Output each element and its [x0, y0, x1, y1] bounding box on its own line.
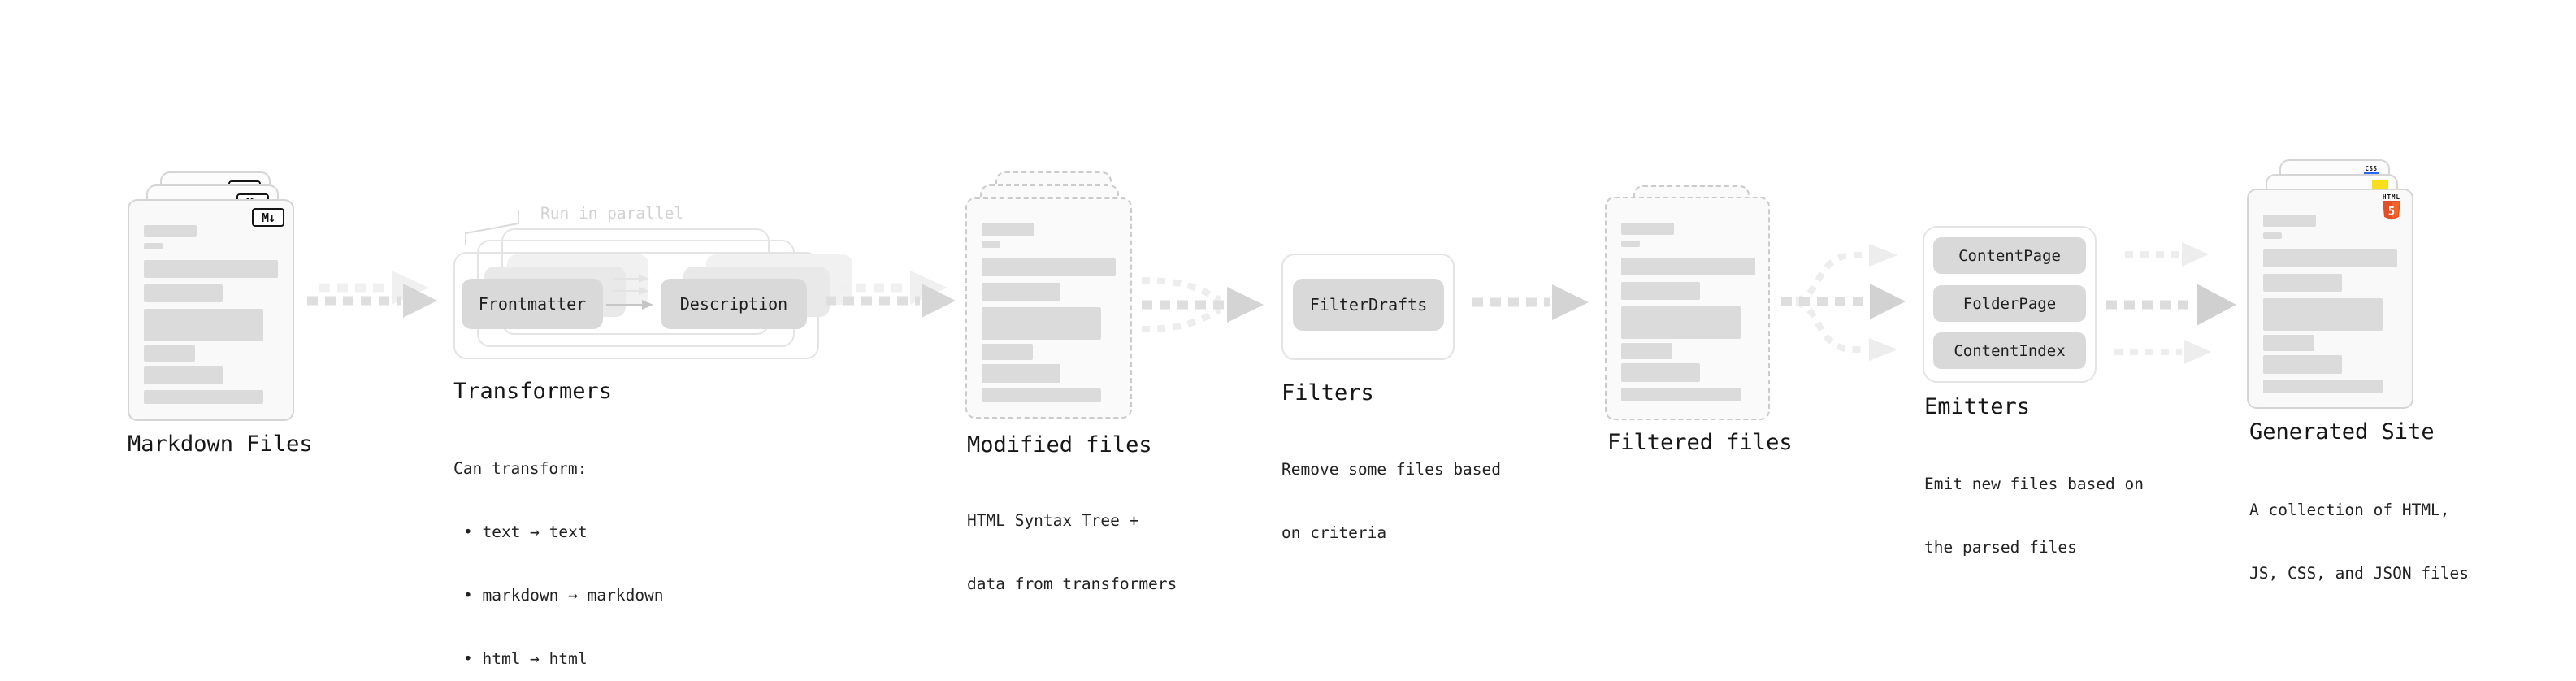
description-line: the parsed files — [1924, 538, 2077, 557]
filters-description: Remove some files based on criteria — [1281, 417, 1501, 586]
css-badge-icon: CSS — [2362, 166, 2380, 175]
caption-transformers: Transformers — [453, 379, 613, 404]
transformer-description-box: Description — [661, 279, 807, 329]
emitter-folder-page-box: FolderPage — [1933, 285, 2086, 322]
css-label: CSS — [2365, 165, 2378, 172]
parallel-arrows-icon — [606, 275, 653, 310]
transformer-frontmatter-box: Frontmatter — [462, 279, 603, 329]
caption-emitters: Emitters — [1924, 394, 2031, 419]
doc-text-lines — [1607, 198, 1768, 419]
flow-arrow-modified-to-filters — [1141, 277, 1264, 332]
generated-file-card-html: HTML 5 — [2247, 189, 2413, 409]
html5-word: HTML — [2382, 193, 2401, 201]
html5-shield: 5 — [2383, 201, 2400, 220]
bullet-item: • markdown → markdown — [463, 586, 664, 605]
html5-icon: HTML 5 — [2381, 193, 2402, 225]
flow-arrow-emitters-to-generated — [2106, 242, 2236, 364]
description-line: data from transformers — [967, 575, 1177, 593]
description-line: on criteria — [1281, 523, 1387, 542]
emitter-content-index-box: ContentIndex — [1933, 332, 2086, 369]
caption-generated-site: Generated Site — [2249, 419, 2435, 445]
description-line: JS, CSS, and JSON files — [2249, 564, 2470, 583]
modified-file-card-front — [965, 197, 1132, 419]
css-blue-bar — [2364, 172, 2379, 175]
emitter-content-page-box: ContentPage — [1933, 237, 2086, 274]
markdown-icon-glyph: M↓ — [261, 210, 275, 225]
doc-text-lines — [2249, 190, 2412, 407]
doc-text-lines — [967, 199, 1130, 417]
caption-modified-files: Modified files — [967, 432, 1152, 458]
filtered-file-card-front — [1605, 197, 1770, 420]
filter-drafts-box: FilterDrafts — [1293, 279, 1444, 331]
caption-filters: Filters — [1281, 380, 1374, 406]
markdown-file-card-front: M↓ — [128, 199, 294, 421]
bullet-item: • text → text — [463, 523, 588, 541]
can-transform-title: Can transform: — [453, 459, 588, 478]
description-line: HTML Syntax Tree + — [967, 511, 1139, 530]
transformers-description: Can transform: • text → text • markdown … — [453, 416, 664, 681]
description-line: Emit new files based on — [1924, 475, 2144, 493]
callout-line — [465, 210, 519, 245]
caption-markdown-files: Markdown Files — [128, 432, 313, 457]
run-in-parallel-note: Run in parallel — [540, 204, 684, 223]
description-line: A collection of HTML, — [2249, 501, 2450, 519]
doc-text-lines — [129, 201, 293, 419]
svg-text:5: 5 — [2388, 206, 2395, 219]
flow-arrow-markdown-to-transformers — [307, 271, 437, 318]
bullet-item: • html → html — [463, 649, 588, 668]
generated-site-description: A collection of HTML, JS, CSS, and JSON … — [2249, 458, 2469, 627]
js-badge-icon — [2372, 180, 2388, 189]
modified-files-description: HTML Syntax Tree + data from transformer… — [967, 468, 1177, 637]
flow-arrow-filters-to-filtered — [1472, 284, 1589, 320]
emitters-description: Emit new files based on the parsed files — [1924, 432, 2144, 601]
markdown-icon: M↓ — [252, 208, 284, 227]
caption-filtered-files: Filtered files — [1607, 430, 1793, 455]
description-line: Remove some files based — [1281, 460, 1502, 479]
flow-arrow-transformers-to-modified — [826, 271, 956, 318]
flow-arrow-filtered-to-emitters — [1781, 244, 1906, 361]
